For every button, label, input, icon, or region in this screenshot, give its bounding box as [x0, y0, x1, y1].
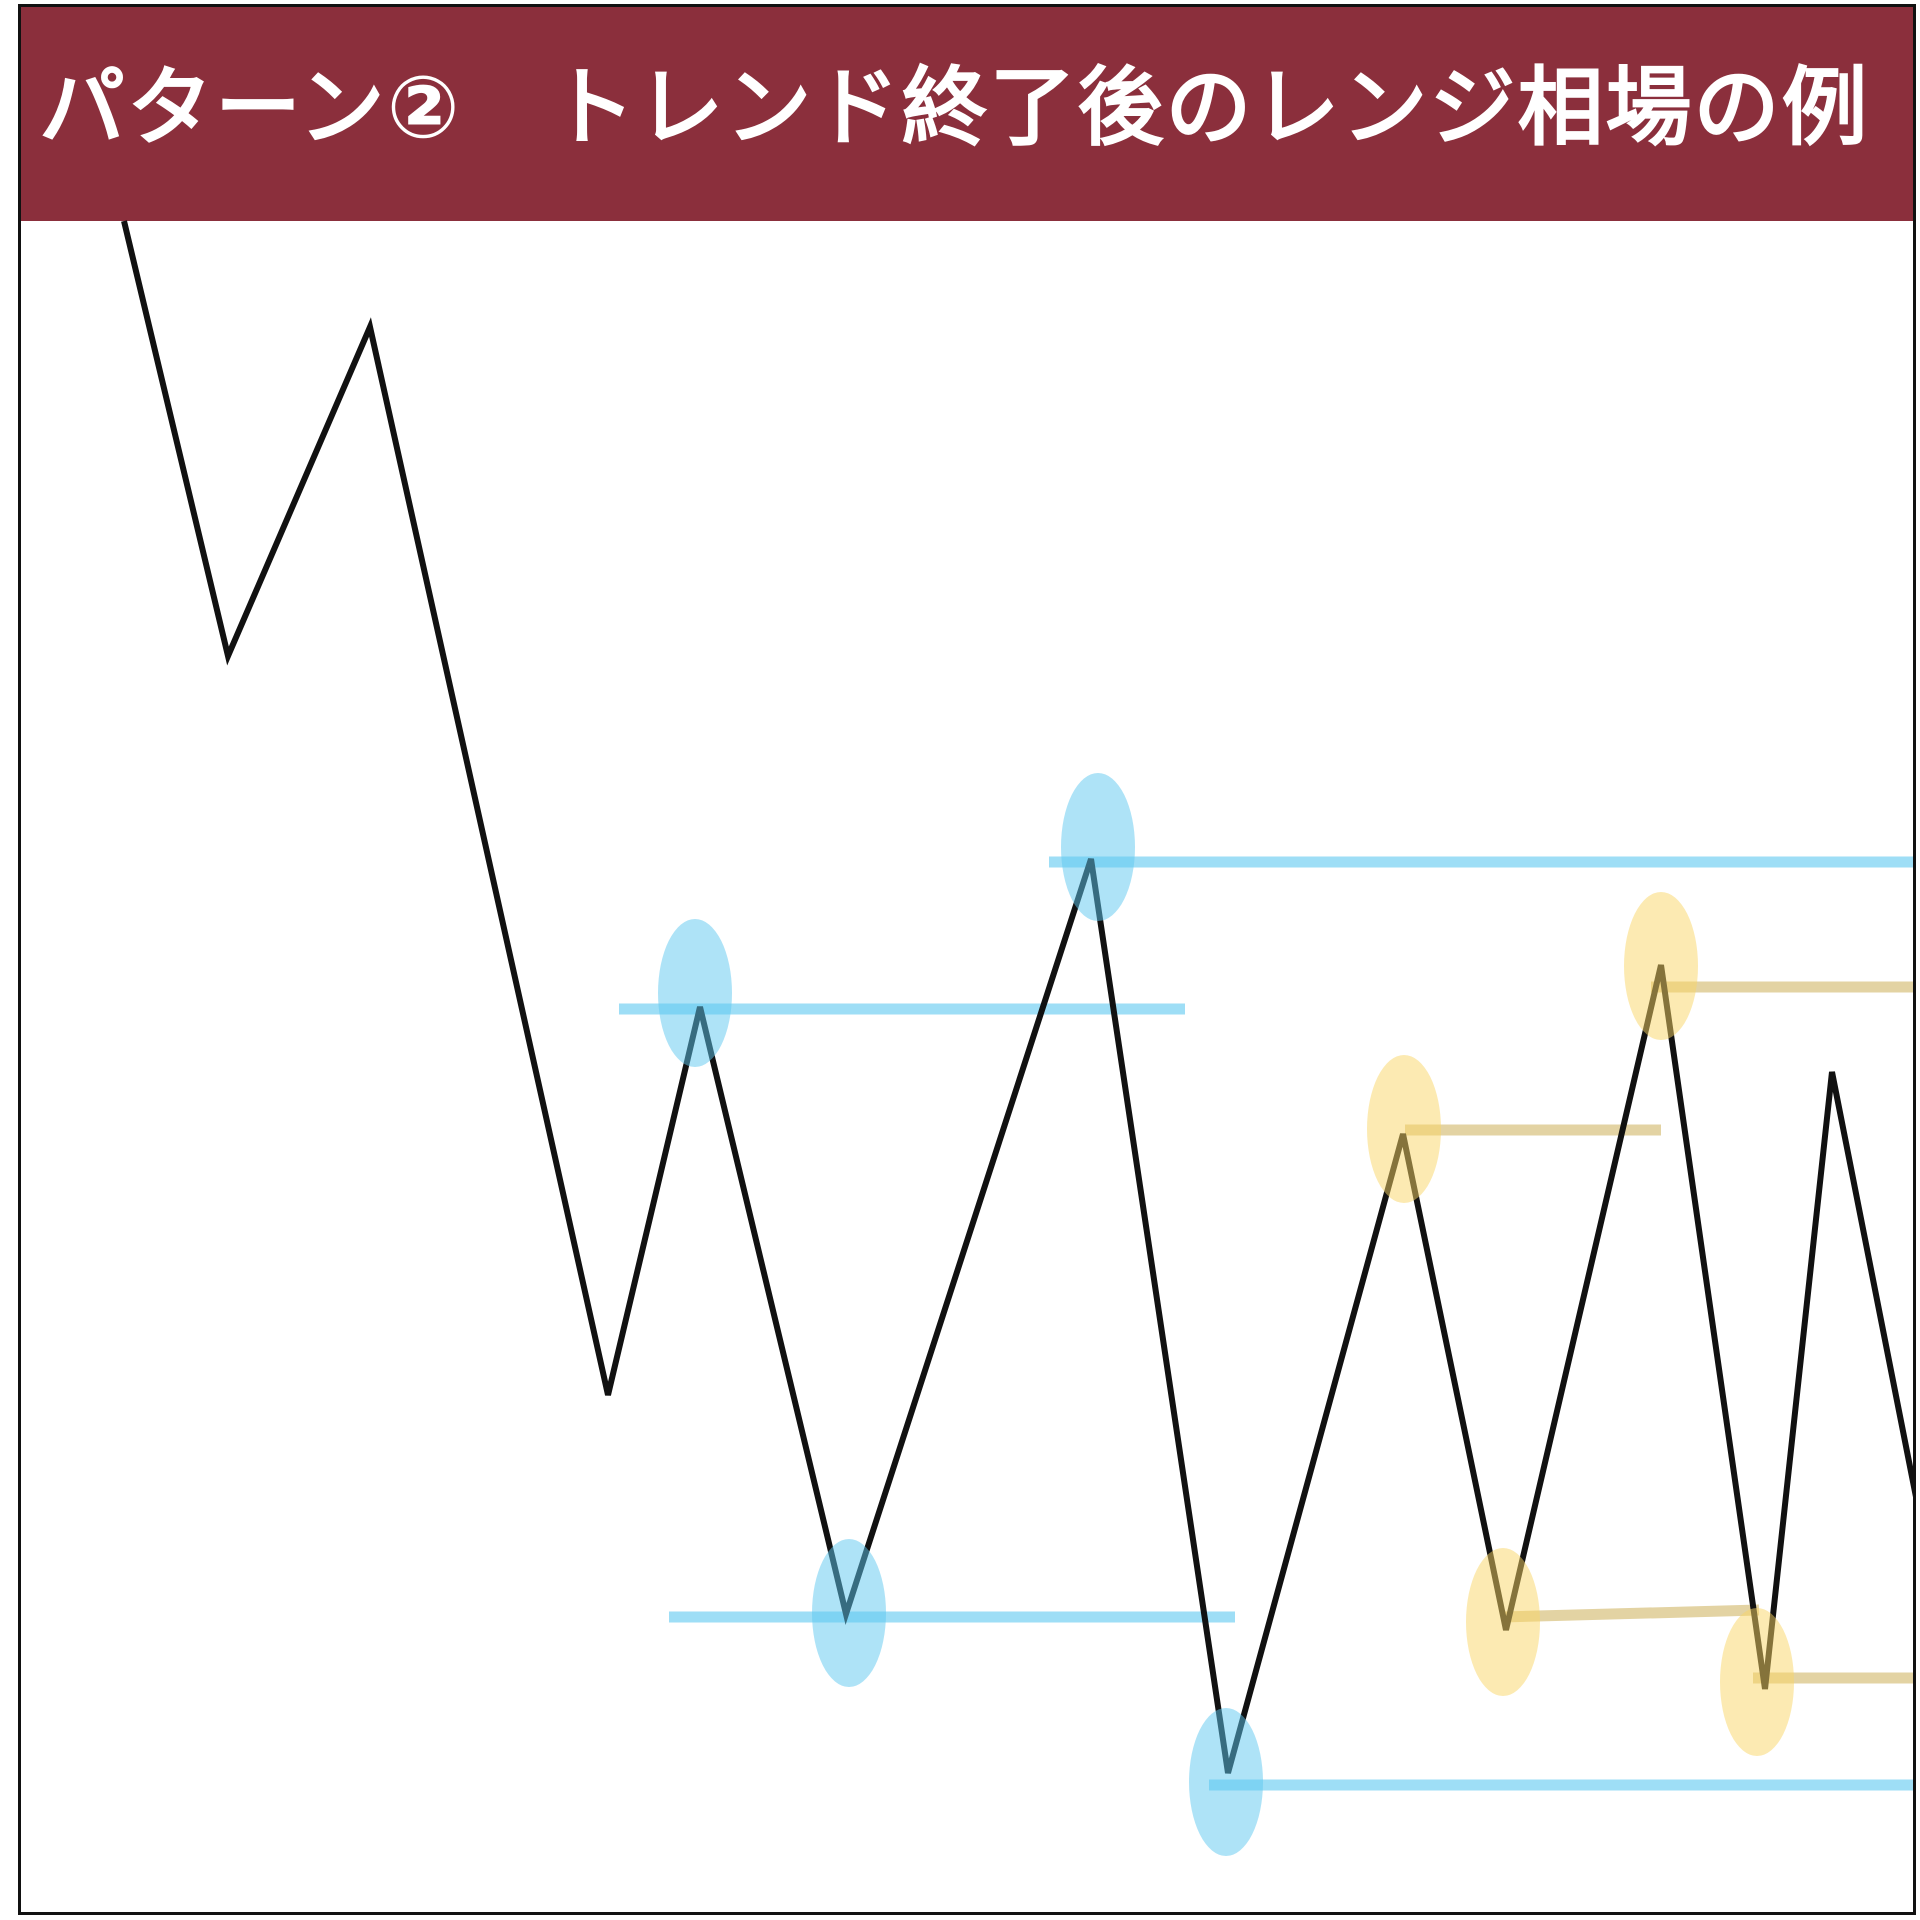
- yellow-marker-high-2: [1624, 892, 1698, 1040]
- yellow-marker-high-1: [1367, 1055, 1441, 1203]
- yellow-turning-point-markers: [1367, 892, 1794, 1756]
- title-banner: パターン② トレンド終了後のレンジ相場の例: [21, 7, 1913, 221]
- page-title: パターン② トレンド終了後のレンジ相場の例: [39, 58, 1870, 158]
- blue-turning-point-markers: [658, 773, 1263, 1856]
- range-market-diagram: [121, 220, 1913, 1856]
- blue-marker-high-1: [658, 919, 732, 1067]
- blue-marker-low-2: [1189, 1708, 1263, 1856]
- yellow-support-line-1: [1502, 1604, 1760, 1623]
- diagram-frame: パターン② トレンド終了後のレンジ相場の例: [18, 4, 1916, 1915]
- yellow-marker-low-1: [1466, 1548, 1540, 1696]
- yellow-marker-low-2: [1720, 1608, 1794, 1756]
- price-line: [121, 220, 1913, 1774]
- blue-marker-high-2: [1061, 773, 1135, 921]
- blue-range-lines: [619, 856, 1913, 1791]
- blue-marker-low-1: [812, 1539, 886, 1687]
